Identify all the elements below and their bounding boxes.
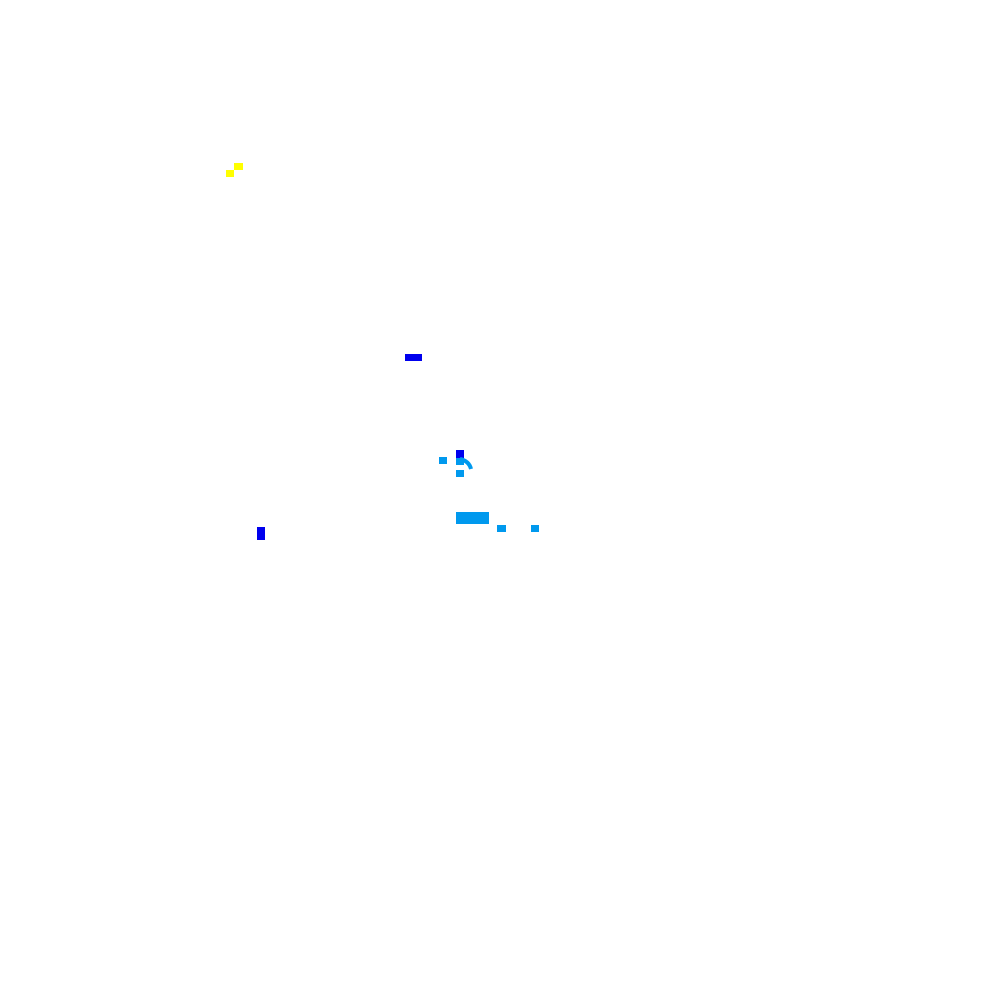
yellow-pixel-fragment <box>226 170 234 177</box>
arc-stroke <box>459 457 473 470</box>
yellow-pixel-fragment <box>234 163 243 170</box>
light-blue-pixel-fragment <box>456 458 464 465</box>
dark-blue-pixel-fragment <box>456 450 464 458</box>
light-blue-pixel-fragment <box>456 470 464 477</box>
dark-blue-vertical-fragment <box>257 527 265 540</box>
dark-blue-dash-fragment <box>405 354 422 361</box>
light-blue-pixel-fragment <box>439 457 447 464</box>
light-blue-pixel-fragment <box>531 525 539 532</box>
light-blue-pixel-fragment <box>497 525 506 532</box>
light-blue-bar-fragment <box>456 512 489 524</box>
light-blue-arc-fragment <box>459 457 473 470</box>
